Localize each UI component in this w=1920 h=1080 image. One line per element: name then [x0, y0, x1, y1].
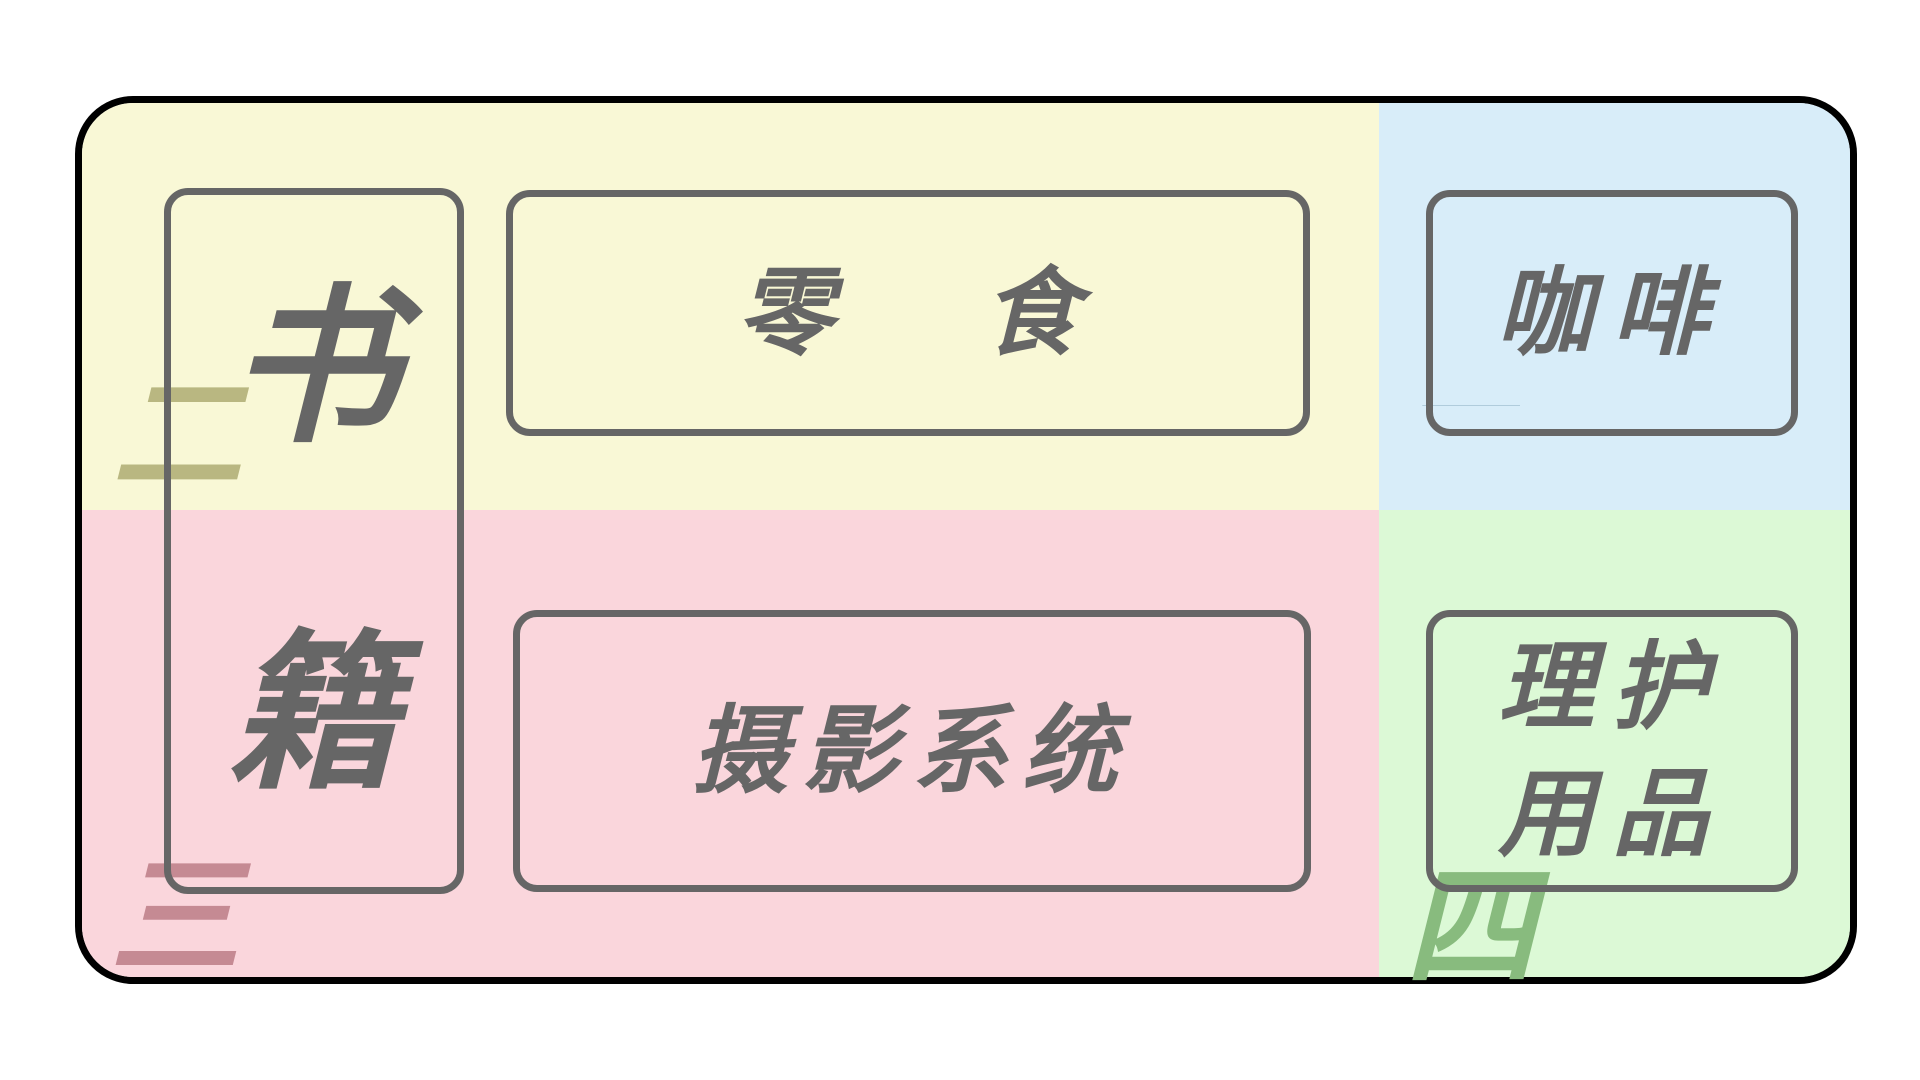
quadrant-bottom-left: [82, 510, 1379, 977]
quadrant-top-left: [82, 103, 1379, 510]
quadrant-bottom-right: [1379, 510, 1850, 977]
category-box-books: 书 籍: [164, 188, 464, 894]
quadrant-top-right: [1379, 103, 1850, 510]
category-box-care: 理护用品: [1426, 610, 1798, 892]
books-label-char-1: 书: [228, 269, 399, 467]
category-box-snacks: 零食: [506, 190, 1310, 436]
care-label: 理护用品: [1498, 631, 1726, 870]
quadrant-numeral-si: 四: [1405, 851, 1536, 1003]
photography-label: 摄影系统: [692, 695, 1132, 807]
snacks-label: 零食: [737, 257, 1229, 369]
coffee-label: 咖啡: [1496, 257, 1728, 369]
books-label-char-2: 籍: [228, 615, 399, 813]
quadrant-numeral-er: 二: [112, 359, 243, 511]
diagram-frame: [75, 96, 1857, 984]
category-box-coffee: 咖啡: [1426, 190, 1798, 436]
category-box-photography: 摄影系统: [513, 610, 1311, 892]
